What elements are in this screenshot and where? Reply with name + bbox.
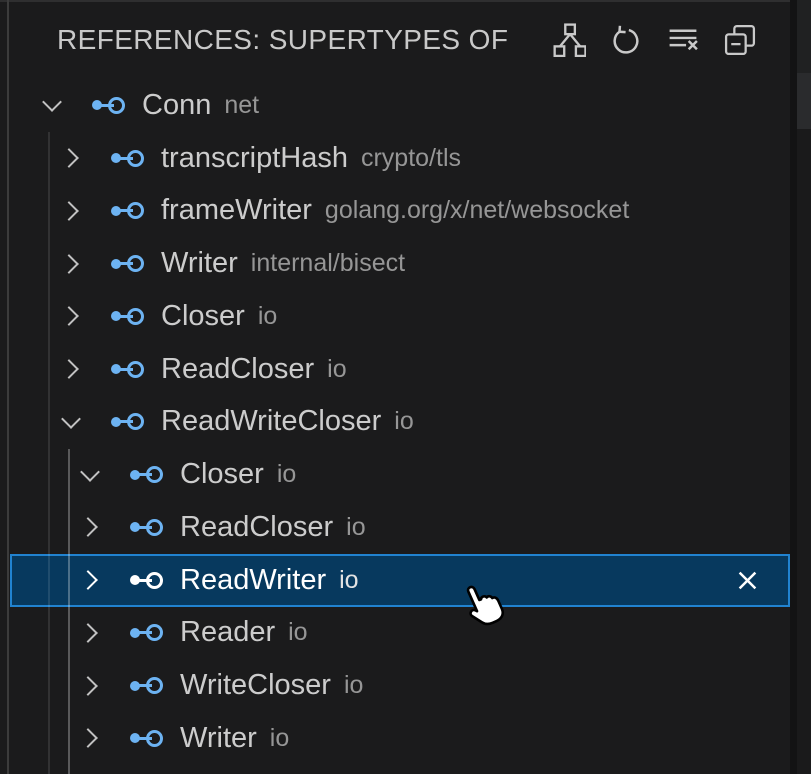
tree-item-label: WriteCloser	[180, 669, 331, 702]
mouse-cursor-pointing-hand	[466, 585, 505, 626]
tree-item-description: io	[339, 565, 359, 594]
tree-item-description: io	[343, 671, 364, 700]
tree-row-readcloser[interactable]: ReadCloser io	[0, 343, 790, 396]
tree-row-writer-bisect[interactable]: Writer internal/bisect	[0, 237, 790, 290]
tree-row-readcloser-io[interactable]: ReadCloser io	[0, 501, 790, 554]
panel-header: REFERENCES: SUPERTYPES OF	[0, 0, 790, 79]
interface-symbol-icon	[111, 251, 144, 277]
interface-symbol-icon	[111, 303, 144, 329]
interface-symbol-icon	[130, 620, 163, 646]
type-hierarchy-icon	[553, 22, 586, 57]
chevron-down-icon[interactable]	[59, 409, 85, 435]
tree-item-description: net	[224, 90, 260, 119]
tree-row-closer[interactable]: Closer io	[0, 290, 790, 343]
chevron-right-icon[interactable]	[59, 145, 85, 171]
tree-item-label: frameWriter	[161, 194, 312, 227]
tree-item-label: Writer	[180, 721, 257, 754]
panel-right-gutter	[790, 0, 797, 774]
tree-item-description: io	[327, 354, 347, 383]
toolbar-type-hierarchy-button[interactable]	[550, 21, 588, 59]
editor-edge-strip	[797, 0, 811, 774]
panel-toolbar	[550, 0, 759, 79]
chevron-right-icon[interactable]	[78, 567, 104, 593]
chevron-right-icon[interactable]	[78, 620, 104, 646]
tree-row-writer-io[interactable]: Writer io	[0, 712, 790, 765]
chevron-right-icon[interactable]	[78, 725, 104, 751]
collapse-all-icon	[724, 24, 756, 55]
tree-item-description: golang.org/x/net/websocket	[324, 196, 630, 225]
indent-guide-active	[68, 449, 70, 774]
interface-symbol-icon	[111, 356, 144, 382]
tree-item-label: Reader	[180, 616, 276, 649]
tree-row-transcripthash[interactable]: transcriptHash crypto/tls	[0, 132, 790, 185]
tree-row-readwritecloser[interactable]: ReadWriteCloser io	[0, 396, 790, 449]
chevron-right-icon[interactable]	[59, 356, 85, 382]
chevron-right-icon[interactable]	[59, 251, 85, 277]
clear-all-icon	[669, 28, 698, 50]
close-icon[interactable]	[732, 565, 762, 595]
interface-symbol-icon	[111, 409, 144, 435]
tree-item-description: io	[394, 407, 414, 436]
tree-item-label: transcriptHash	[161, 141, 348, 174]
interface-symbol-icon	[130, 462, 163, 488]
chevron-right-icon[interactable]	[59, 198, 85, 224]
tree-item-description: crypto/tls	[360, 143, 461, 172]
tree-item-description: io	[288, 618, 308, 647]
tree-row-closer-io[interactable]: Closer io	[0, 448, 790, 501]
refresh-icon	[613, 25, 639, 54]
interface-symbol-icon	[92, 92, 125, 118]
chevron-right-icon[interactable]	[78, 514, 104, 540]
supertypes-tree: Conn net transcriptHash crypto/tls frame…	[0, 79, 790, 765]
interface-symbol-icon	[111, 198, 144, 224]
tree-row-writecloser[interactable]: WriteCloser io	[0, 659, 790, 712]
tree-row-conn[interactable]: Conn net	[0, 79, 790, 132]
chevron-down-icon[interactable]	[40, 92, 66, 118]
panel-left-border	[7, 0, 9, 774]
toolbar-refresh-button[interactable]	[607, 21, 645, 59]
tree-item-description: io	[346, 512, 366, 541]
tree-item-label: Closer	[180, 458, 264, 491]
tree-item-description: io	[276, 460, 297, 489]
interface-symbol-icon	[130, 514, 163, 540]
interface-symbol-icon	[130, 673, 163, 699]
tree-item-label: ReadCloser	[180, 510, 334, 543]
indent-guide	[48, 132, 50, 774]
interface-symbol-icon	[130, 725, 163, 751]
chevron-down-icon[interactable]	[78, 462, 104, 488]
tree-item-label: ReadWriter	[180, 563, 327, 596]
tree-row-framewriter[interactable]: frameWriter golang.org/x/net/websocket	[0, 185, 790, 238]
tree-item-label: Conn	[142, 88, 212, 121]
tree-row-reader[interactable]: Reader io	[0, 607, 790, 660]
interface-symbol-icon	[130, 567, 163, 593]
tree-item-label: Writer	[161, 247, 238, 280]
tree-item-description: io	[269, 723, 290, 752]
toolbar-collapse-all-button[interactable]	[721, 21, 759, 59]
scrollbar-thumb[interactable]	[797, 73, 811, 129]
interface-symbol-icon	[111, 145, 144, 171]
tree-item-label: ReadWriteCloser	[161, 405, 382, 438]
editor-edge-top	[797, 0, 811, 73]
panel-title: REFERENCES: SUPERTYPES OF	[57, 23, 509, 55]
toolbar-clear-all-button[interactable]	[664, 21, 702, 59]
tree-row-readwriter-selected[interactable]: ReadWriter io	[10, 553, 790, 607]
tree-item-label: Closer	[161, 299, 245, 332]
chevron-right-icon[interactable]	[59, 303, 85, 329]
panel-top-border	[0, 0, 811, 2]
chevron-right-icon[interactable]	[78, 673, 104, 699]
tree-item-description: io	[257, 301, 278, 330]
tree-item-description: internal/bisect	[250, 249, 406, 278]
tree-item-label: ReadCloser	[161, 352, 315, 385]
